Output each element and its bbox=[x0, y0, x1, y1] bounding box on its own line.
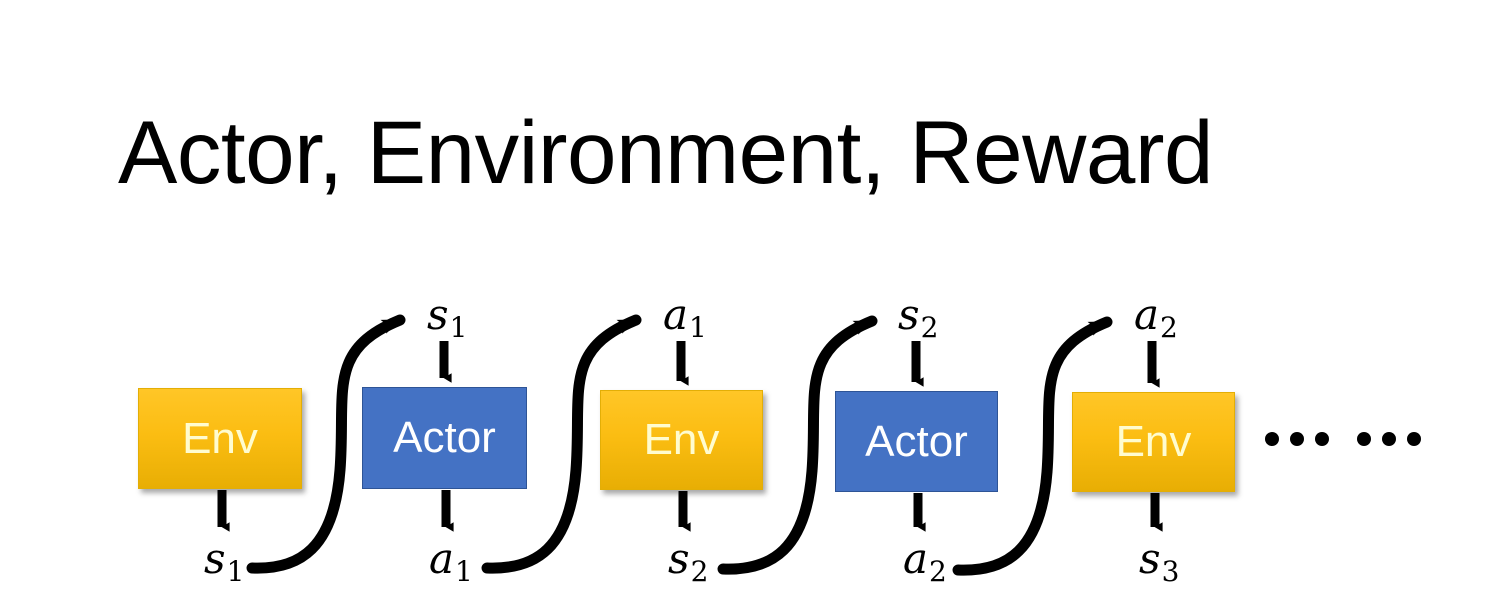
ellipsis-dot bbox=[1315, 432, 1329, 446]
math-label-bottom-s2: s2 bbox=[668, 538, 708, 586]
math-label-top-s2: s2 bbox=[898, 294, 938, 342]
arrows-label-to-box bbox=[439, 341, 1160, 388]
math-var: s bbox=[204, 534, 226, 583]
node-env-3-label: Env bbox=[1115, 417, 1192, 466]
ellipsis-dot bbox=[1407, 432, 1421, 446]
math-label-bottom-a1: a1 bbox=[429, 538, 473, 586]
math-label-bottom-a2: a2 bbox=[903, 538, 947, 586]
curve-s1 bbox=[246, 314, 406, 574]
ellipsis-gap bbox=[1340, 439, 1346, 440]
math-label-top-a2: a2 bbox=[1134, 294, 1178, 342]
ellipsis-dot bbox=[1382, 432, 1396, 446]
math-subscript: 1 bbox=[689, 311, 707, 345]
node-actor-1[interactable]: Actor bbox=[362, 387, 527, 489]
node-actor-2-label: Actor bbox=[865, 416, 968, 466]
curve-a2 bbox=[952, 316, 1113, 576]
ellipsis-dot bbox=[1265, 432, 1279, 446]
math-subscript: 2 bbox=[1160, 311, 1178, 345]
math-var: s bbox=[427, 290, 449, 339]
math-label-top-s1: s1 bbox=[427, 294, 467, 342]
feedback-curves bbox=[246, 314, 1113, 576]
node-env-3[interactable]: Env bbox=[1072, 392, 1235, 492]
math-subscript: 3 bbox=[1161, 555, 1180, 589]
ellipsis-dot bbox=[1290, 432, 1304, 446]
math-subscript: 1 bbox=[455, 555, 473, 589]
math-var: a bbox=[1134, 290, 1160, 339]
math-label-bottom-s3: s3 bbox=[1139, 538, 1179, 586]
math-subscript: 1 bbox=[226, 555, 245, 589]
math-var: s bbox=[898, 290, 920, 339]
node-actor-1-label: Actor bbox=[393, 413, 496, 462]
math-var: a bbox=[903, 534, 929, 583]
node-actor-2[interactable]: Actor bbox=[835, 391, 998, 492]
math-var: s bbox=[1139, 534, 1161, 583]
ellipsis-dot bbox=[1357, 432, 1371, 446]
math-subscript: 2 bbox=[920, 311, 939, 345]
arrows-box-to-label bbox=[217, 490, 1163, 532]
continuation-ellipsis bbox=[1265, 432, 1421, 446]
node-env-1[interactable]: Env bbox=[138, 388, 302, 489]
node-env-2[interactable]: Env bbox=[600, 390, 763, 490]
node-env-2-label: Env bbox=[643, 415, 720, 464]
page-title: Actor, Environment, Reward bbox=[118, 102, 1214, 202]
math-var: a bbox=[429, 534, 455, 583]
node-env-1-label: Env bbox=[182, 413, 258, 463]
math-label-bottom-s1: s1 bbox=[204, 538, 244, 586]
math-subscript: 1 bbox=[449, 311, 468, 345]
curve-a1 bbox=[481, 314, 642, 574]
math-subscript: 2 bbox=[929, 555, 947, 589]
curve-s2 bbox=[717, 315, 878, 575]
math-var: a bbox=[663, 290, 689, 339]
math-var: s bbox=[668, 534, 690, 583]
math-subscript: 2 bbox=[690, 555, 709, 589]
math-label-top-a1: a1 bbox=[663, 294, 707, 342]
